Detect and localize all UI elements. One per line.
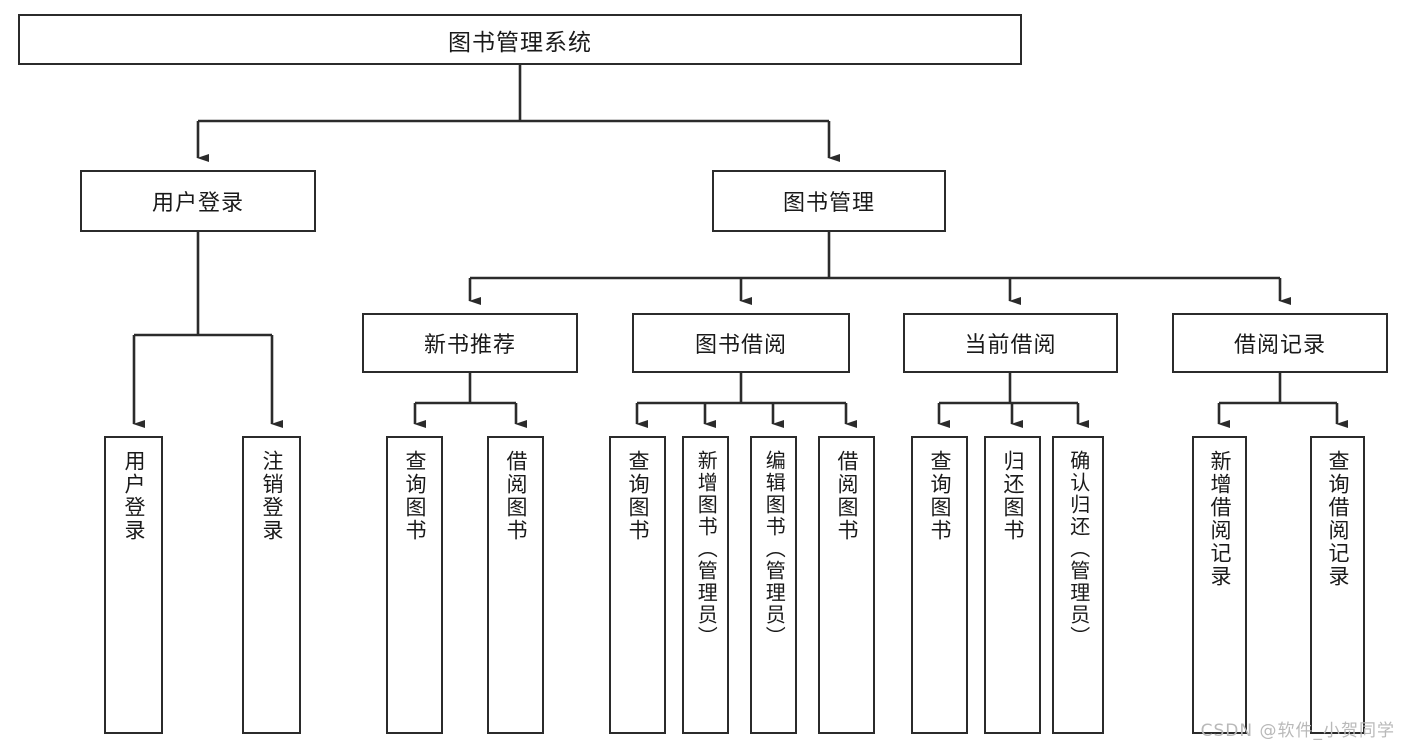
node-current-borrow-label: 当前借阅 <box>964 333 1057 358</box>
csdn-watermark: CSDN @软件_小贺同学 <box>1200 721 1395 741</box>
node-leaf-confirm-return-admin[interactable]: 确认归还（管理员） <box>1052 436 1104 734</box>
node-leaf-add-book-admin[interactable]: 新增图书（管理员） <box>682 436 729 734</box>
node-leaf-logout-login[interactable]: 注销登录 <box>242 436 301 734</box>
node-borrow-record[interactable]: 借阅记录 <box>1172 313 1388 373</box>
node-leaf-query-borrow-record-label: 查询借阅记录 <box>1325 450 1350 588</box>
node-leaf-borrow-book-1[interactable]: 借阅图书 <box>487 436 544 734</box>
node-leaf-query-book-3[interactable]: 查询图书 <box>911 436 968 734</box>
node-book-manage[interactable]: 图书管理 <box>712 170 946 232</box>
node-current-borrow[interactable]: 当前借阅 <box>903 313 1118 373</box>
node-root[interactable]: 图书管理系统 <box>18 14 1022 65</box>
node-root-label: 图书管理系统 <box>448 29 592 56</box>
node-book-borrow-label: 图书借阅 <box>694 333 787 358</box>
node-book-manage-label: 图书管理 <box>782 191 875 216</box>
node-leaf-add-book-admin-label: 新增图书（管理员） <box>694 450 719 648</box>
node-user-login[interactable]: 用户登录 <box>80 170 316 232</box>
node-leaf-return-book[interactable]: 归还图书 <box>984 436 1041 734</box>
node-new-book-recommend-label: 新书推荐 <box>423 333 516 358</box>
node-user-login-label: 用户登录 <box>151 191 244 216</box>
node-leaf-confirm-return-admin-label: 确认归还（管理员） <box>1066 450 1091 648</box>
node-leaf-query-book-2-label: 查询图书 <box>625 450 650 542</box>
node-leaf-borrow-book-1-label: 借阅图书 <box>503 450 528 542</box>
node-leaf-edit-book-admin-label: 编辑图书（管理员） <box>762 450 787 648</box>
node-leaf-logout-login-label: 注销登录 <box>259 450 284 542</box>
node-leaf-return-book-label: 归还图书 <box>1000 450 1025 542</box>
node-leaf-borrow-book-2[interactable]: 借阅图书 <box>818 436 875 734</box>
node-new-book-recommend[interactable]: 新书推荐 <box>362 313 578 373</box>
node-borrow-record-label: 借阅记录 <box>1233 333 1326 358</box>
node-leaf-query-borrow-record[interactable]: 查询借阅记录 <box>1310 436 1365 734</box>
node-leaf-query-book-3-label: 查询图书 <box>927 450 952 542</box>
node-leaf-query-book-2[interactable]: 查询图书 <box>609 436 666 734</box>
node-leaf-add-borrow-record-label: 新增借阅记录 <box>1207 450 1232 588</box>
node-book-borrow[interactable]: 图书借阅 <box>632 313 850 373</box>
node-leaf-query-book-1[interactable]: 查询图书 <box>386 436 443 734</box>
node-leaf-query-book-1-label: 查询图书 <box>402 450 427 542</box>
node-leaf-add-borrow-record[interactable]: 新增借阅记录 <box>1192 436 1247 734</box>
node-leaf-user-login-label: 用户登录 <box>121 450 146 542</box>
node-leaf-borrow-book-2-label: 借阅图书 <box>834 450 859 542</box>
node-leaf-user-login[interactable]: 用户登录 <box>104 436 163 734</box>
node-leaf-edit-book-admin[interactable]: 编辑图书（管理员） <box>750 436 797 734</box>
